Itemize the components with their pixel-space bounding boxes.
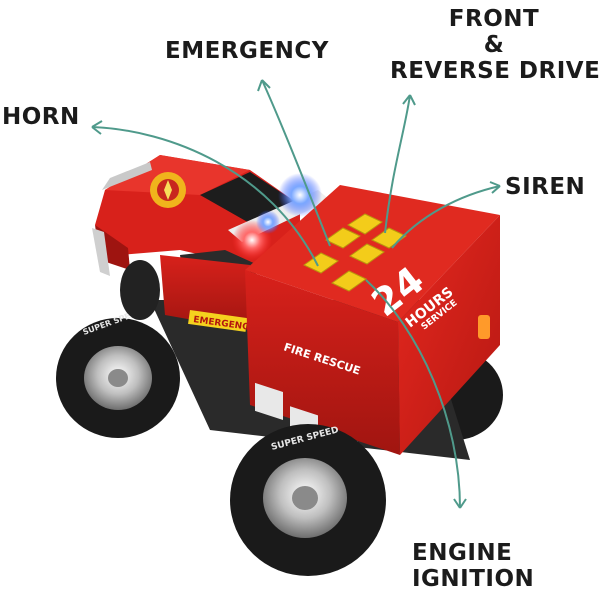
button-icon[interactable] bbox=[371, 227, 407, 249]
arrow-icon bbox=[91, 126, 319, 267]
engine-ignition-label: ENGINE IGNITION bbox=[412, 540, 534, 592]
arrow-icon bbox=[384, 94, 411, 234]
button-icon[interactable] bbox=[349, 243, 385, 265]
control-buttons[interactable] bbox=[303, 213, 407, 292]
callout-arrows bbox=[91, 79, 501, 509]
front-reverse-drive-label: FRONT & REVERSE DRIVE bbox=[390, 6, 600, 84]
engine-ignition-line2: IGNITION bbox=[412, 566, 535, 592]
horn-label: HORN bbox=[2, 104, 80, 130]
button-icon[interactable] bbox=[347, 213, 383, 235]
front-reverse-line3: REVERSE DRIVE bbox=[390, 58, 600, 84]
arrow-icon bbox=[261, 79, 331, 247]
engine-ignition-line1: ENGINE bbox=[412, 540, 513, 566]
button-icon[interactable] bbox=[331, 270, 367, 292]
siren-label: SIREN bbox=[505, 174, 586, 200]
arrow-icon bbox=[489, 181, 501, 194]
front-reverse-line1: FRONT bbox=[448, 6, 540, 32]
light-bar-icon bbox=[228, 173, 330, 260]
front-reverse-line2: & bbox=[483, 32, 505, 58]
emergency-label: EMERGENCY bbox=[165, 38, 329, 64]
arrow-icon bbox=[365, 279, 461, 509]
fire-badge-icon bbox=[150, 172, 186, 208]
arrow-icon bbox=[91, 120, 103, 135]
arrow-icon bbox=[257, 79, 271, 92]
button-icon[interactable] bbox=[325, 227, 361, 249]
button-icon[interactable] bbox=[303, 252, 339, 274]
arrow-icon bbox=[391, 185, 501, 249]
arrow-icon bbox=[453, 498, 467, 509]
arrow-icon bbox=[402, 94, 416, 106]
wheel-icon: SUPER SPEED bbox=[56, 307, 180, 438]
wheel-icon: SUPER SPEED bbox=[230, 424, 386, 576]
